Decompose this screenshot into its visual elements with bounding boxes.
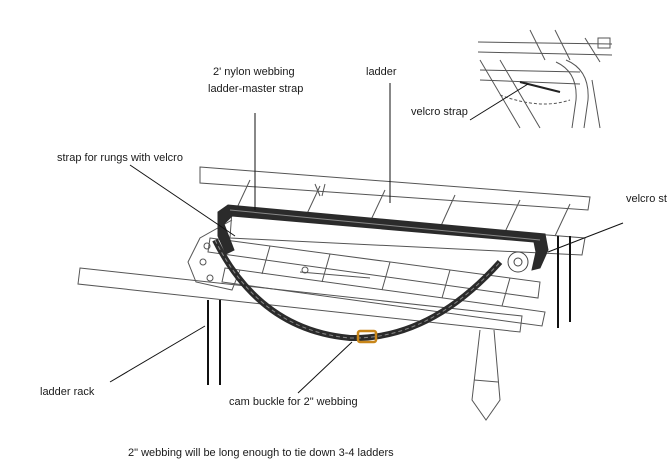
ladder-rack-bar bbox=[77, 267, 523, 333]
label-cam-buckle: cam buckle for 2" webbing bbox=[229, 396, 358, 408]
support-leg bbox=[471, 329, 501, 421]
leader-lines bbox=[109, 83, 624, 394]
label-velcro-strap-inset: velcro strap bbox=[411, 106, 468, 118]
ladder-master-strap bbox=[217, 204, 549, 271]
label-ladder: ladder bbox=[366, 66, 397, 78]
lower-ladder bbox=[207, 237, 546, 327]
left-end-bracket bbox=[187, 219, 241, 291]
rack-posts bbox=[207, 236, 571, 385]
label-rung-strap: strap for rungs with velcro bbox=[57, 152, 183, 164]
label-footnote: 2" webbing will be long enough to tie do… bbox=[128, 447, 394, 459]
cam-buckle-icon bbox=[356, 329, 378, 344]
right-wheel bbox=[507, 251, 529, 273]
label-master-strap: ladder-master strap bbox=[208, 83, 304, 95]
webbing-strap bbox=[212, 238, 503, 342]
label-velcro-strap-right: velcro st bbox=[626, 193, 667, 205]
inset-sketch bbox=[477, 29, 613, 129]
label-nylon-webbing: 2' nylon webbing bbox=[213, 66, 295, 78]
label-ladder-rack: ladder rack bbox=[40, 386, 95, 398]
